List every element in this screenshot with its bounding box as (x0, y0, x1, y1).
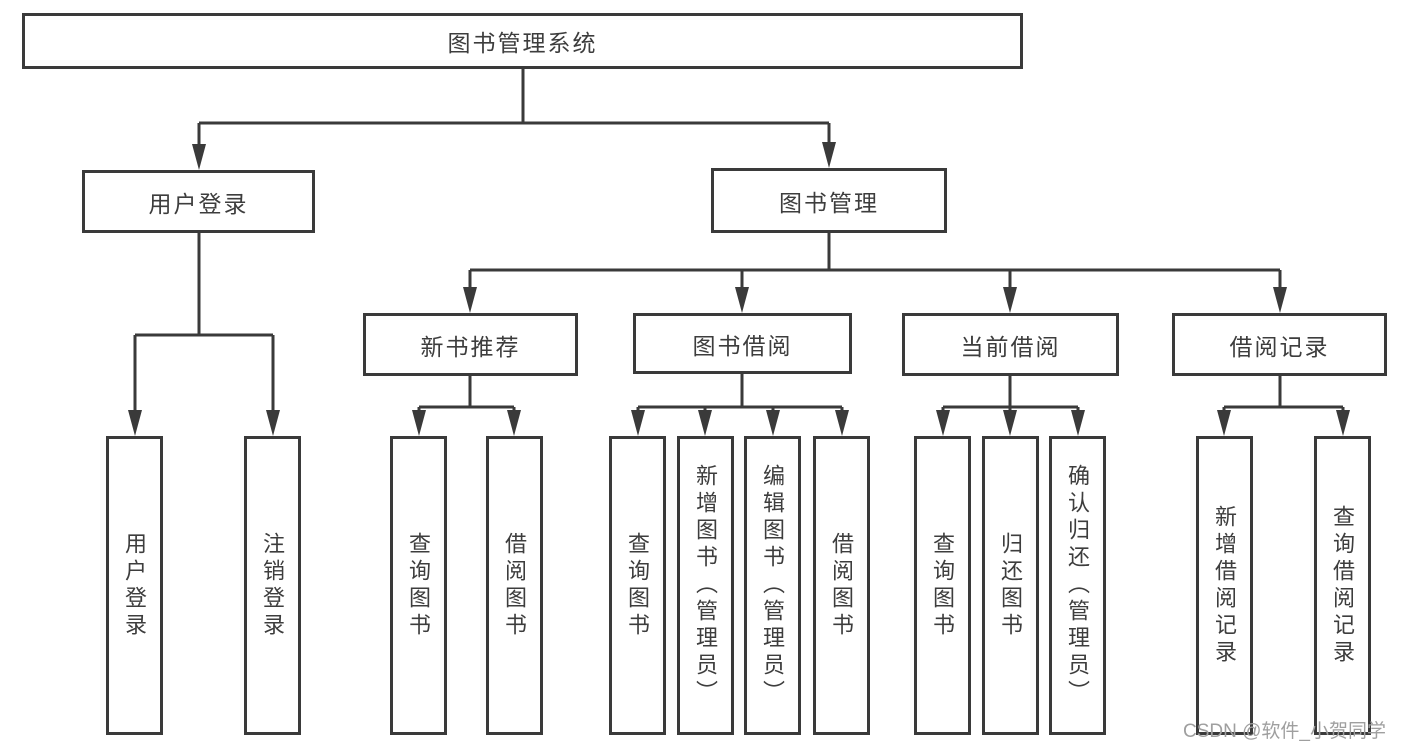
leaf-return-books: 归还图书 (982, 436, 1039, 735)
leaf-logout: 注销登录 (244, 436, 301, 735)
node-user-login-label: 用户登录 (148, 190, 249, 217)
leaf-query-borrow-record-label: 查询借阅记录 (1330, 504, 1356, 667)
leaf-query-books-current: 查询图书 (914, 436, 971, 735)
node-current-borrow: 当前借阅 (902, 313, 1119, 376)
leaf-query-books-borrow-label: 查询图书 (625, 531, 651, 640)
node-book-management: 图书管理 (711, 168, 947, 233)
node-current-borrow-label: 当前借阅 (960, 333, 1061, 360)
leaf-return-books-label: 归还图书 (998, 531, 1024, 640)
node-user-login: 用户登录 (82, 170, 315, 233)
leaf-query-books-borrow: 查询图书 (609, 436, 666, 735)
leaf-confirm-return-admin: 确认归还（管理员） (1049, 436, 1106, 735)
leaf-borrow-books: 借阅图书 (813, 436, 870, 735)
leaf-edit-books-admin-label: 编辑图书（管理员） (760, 464, 786, 707)
leaf-user-login-label: 用户登录 (122, 531, 148, 640)
leaf-confirm-return-admin-label: 确认归还（管理员） (1065, 464, 1091, 707)
leaf-logout-label: 注销登录 (260, 531, 286, 640)
node-borrow-record: 借阅记录 (1172, 313, 1387, 376)
leaf-borrow-books-recommend: 借阅图书 (486, 436, 543, 735)
node-root-system: 图书管理系统 (22, 13, 1023, 69)
leaf-add-borrow-record-label: 新增借阅记录 (1212, 504, 1238, 667)
leaf-add-books-admin: 新增图书（管理员） (677, 436, 734, 735)
leaf-add-books-admin-label: 新增图书（管理员） (693, 464, 719, 707)
leaf-borrow-books-recommend-label: 借阅图书 (502, 531, 528, 640)
leaf-add-borrow-record: 新增借阅记录 (1196, 436, 1253, 735)
node-new-book-recommend: 新书推荐 (363, 313, 578, 376)
node-book-borrow: 图书借阅 (633, 313, 852, 374)
leaf-query-books-recommend: 查询图书 (390, 436, 447, 735)
leaf-borrow-books-label: 借阅图书 (829, 531, 855, 640)
leaf-query-books-recommend-label: 查询图书 (406, 531, 432, 640)
leaf-query-books-current-label: 查询图书 (930, 531, 956, 640)
csdn-watermark: CSDN @软件_小贺同学 (1183, 721, 1386, 742)
node-root-label: 图书管理系统 (447, 30, 598, 56)
leaf-edit-books-admin: 编辑图书（管理员） (744, 436, 801, 735)
node-book-management-label: 图书管理 (779, 189, 879, 216)
leaf-query-borrow-record: 查询借阅记录 (1314, 436, 1371, 735)
leaf-user-login: 用户登录 (106, 436, 163, 735)
node-new-book-recommend-label: 新书推荐 (420, 333, 521, 360)
node-borrow-record-label: 借阅记录 (1229, 333, 1330, 360)
arrowheads (128, 142, 1350, 436)
node-book-borrow-label: 图书借阅 (692, 332, 793, 359)
